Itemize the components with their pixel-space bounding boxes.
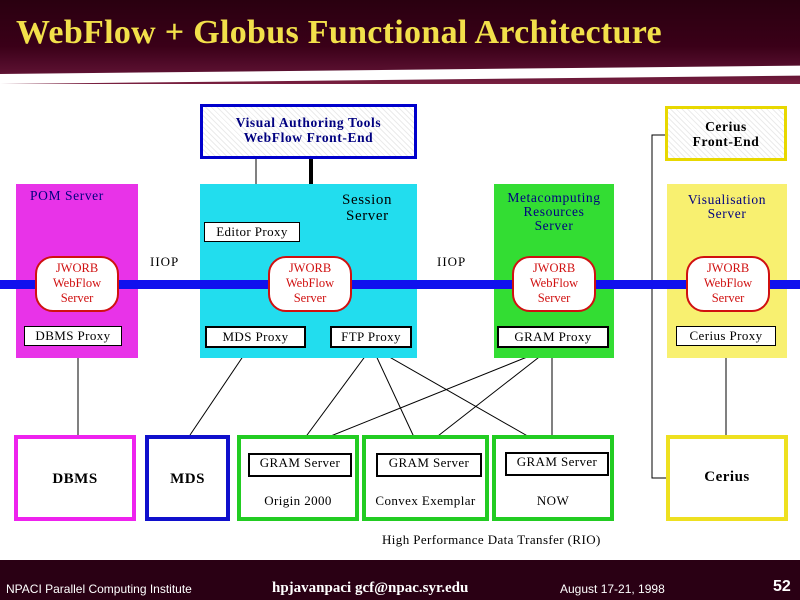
meta-label-1: Metacomputing	[507, 190, 601, 205]
jworb-line2: WebFlow	[703, 276, 753, 290]
mds-box: MDS	[145, 435, 230, 521]
jworb-line2: WebFlow	[529, 276, 579, 290]
session-label-1: Session	[342, 192, 393, 208]
jworb-node-meta: JWORB WebFlow Server	[512, 256, 596, 312]
gram-proxy: GRAM Proxy	[497, 326, 609, 348]
now-label: NOW	[536, 493, 570, 508]
origin-label: Origin 2000	[264, 493, 332, 508]
jworb-title: JWORB	[706, 261, 750, 275]
cerius-proxy: Cerius Proxy	[676, 326, 776, 346]
jworb-title: JWORB	[55, 261, 99, 275]
dbms-box: DBMS	[14, 435, 136, 521]
jworb-title: JWORB	[532, 261, 576, 275]
meta-label-2: Resources	[523, 204, 585, 219]
footer-date: August 17-21, 1998	[560, 582, 665, 596]
footer-institute: NPACI Parallel Computing Institute	[6, 582, 192, 596]
ftp-proxy: FTP Proxy	[330, 326, 412, 348]
iiop-label-left: IIOP	[150, 254, 180, 269]
jworb-line2: WebFlow	[52, 276, 102, 290]
gram-server-now: GRAM Server	[505, 452, 609, 476]
iiop-bus	[0, 280, 800, 289]
cerius-box: Cerius	[666, 435, 788, 521]
convex-label: Convex Exemplar	[375, 493, 476, 508]
cerius-frontend-line2: Front-End	[692, 134, 760, 149]
gram-server-origin: GRAM Server	[248, 453, 352, 477]
gram-server-convex: GRAM Server	[376, 453, 482, 477]
footer-authors: hpjavanpaci gcf@npac.syr.edu	[272, 580, 469, 596]
footer-bar	[0, 560, 800, 600]
dbms-proxy: DBMS Proxy	[24, 326, 122, 346]
vis-label-2: Server	[707, 206, 747, 221]
jworb-line2: WebFlow	[285, 276, 335, 290]
editor-proxy: Editor Proxy	[204, 222, 300, 242]
jworb-line3: Server	[60, 291, 94, 305]
jworb-line3: Server	[293, 291, 327, 305]
jworb-line3: Server	[711, 291, 745, 305]
origin-box: GRAM Server Origin 2000	[237, 435, 359, 521]
jworb-title: JWORB	[288, 261, 332, 275]
hpdt-label: High Performance Data Transfer (RIO)	[382, 532, 601, 547]
webflow-frontend-label: WebFlow Front-End	[243, 130, 374, 145]
mds-label: MDS	[170, 471, 205, 487]
dbms-label: DBMS	[52, 471, 98, 487]
mds-proxy: MDS Proxy	[205, 326, 306, 348]
visual-authoring-label: Visual Authoring Tools	[235, 115, 382, 130]
pom-server-label: POM Server	[30, 188, 104, 203]
jworb-node-pom: JWORB WebFlow Server	[35, 256, 119, 312]
iiop-label-right: IIOP	[437, 254, 467, 269]
cerius-label: Cerius	[704, 469, 750, 485]
vis-label-1: Visualisation	[687, 192, 767, 207]
title-bar	[0, 0, 800, 84]
cerius-frontend-box: Cerius Front-End	[665, 106, 787, 161]
now-box: GRAM Server NOW	[492, 435, 614, 521]
page-number: 52	[773, 578, 791, 595]
cerius-frontend-line1: Cerius	[705, 119, 747, 134]
jworb-line3: Server	[537, 291, 571, 305]
jworb-node-session: JWORB WebFlow Server	[268, 256, 352, 312]
slide-title: WebFlow + Globus Functional Architecture	[16, 14, 662, 51]
convex-box: GRAM Server Convex Exemplar	[362, 435, 489, 521]
visual-authoring-tools-box: Visual Authoring Tools WebFlow Front-End	[200, 104, 417, 159]
session-label-2: Server	[346, 208, 389, 224]
meta-label-3: Server	[534, 218, 574, 233]
jworb-node-vis: JWORB WebFlow Server	[686, 256, 770, 312]
